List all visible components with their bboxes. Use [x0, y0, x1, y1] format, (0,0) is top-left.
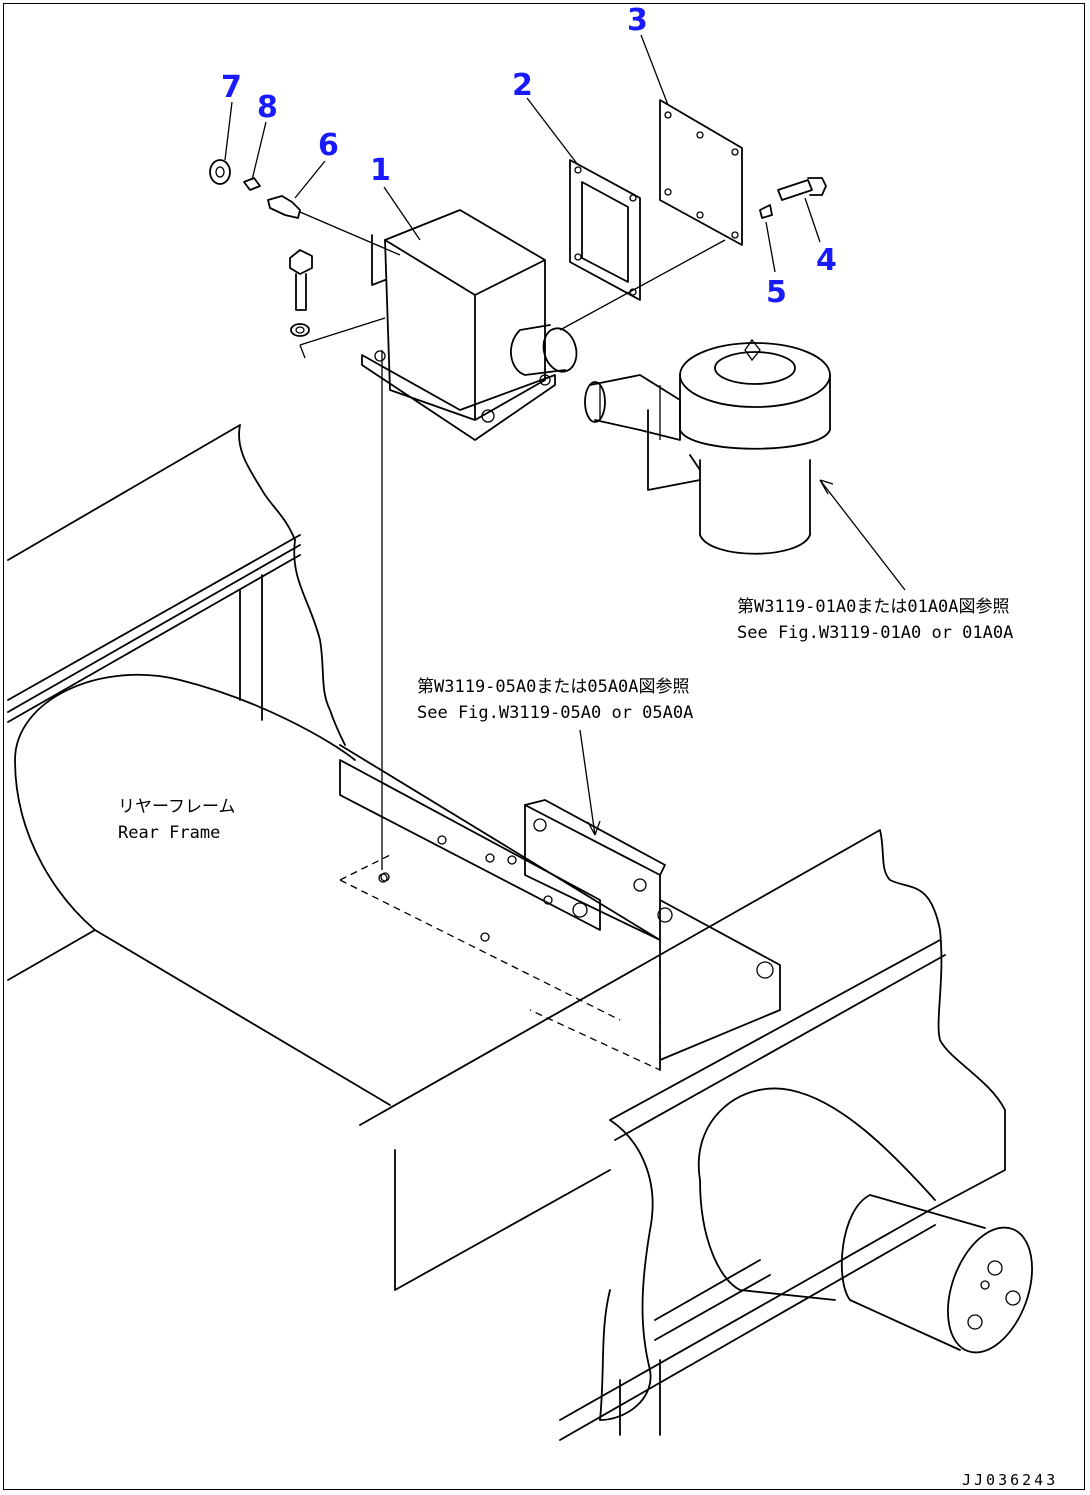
leader-pipe	[559, 239, 726, 331]
callout-3: 3	[627, 3, 648, 38]
part-5-washer	[759, 204, 773, 219]
part-3-plate	[659, 99, 743, 246]
bracket-ref-en: See Fig.W3119-05A0 or 05A0A	[417, 703, 693, 723]
mounting-bracket	[339, 759, 781, 1072]
axle-hub	[840, 1194, 1033, 1354]
callout-leaders	[224, 34, 906, 836]
rear-frame-right	[359, 829, 1006, 1441]
callout-6: 6	[318, 128, 339, 163]
air-cleaner-ref-ja: 第W3119-01A0または01A0A図参照	[737, 597, 1010, 617]
callout-1: 1	[370, 153, 391, 188]
part-7-cap	[209, 159, 231, 185]
drawing-code: JJ036243	[962, 1471, 1058, 1489]
callout-5: 5	[766, 275, 787, 310]
part-2-gasket	[569, 159, 641, 301]
bracket-ref-ja: 第W3119-05A0または05A0A図参照	[417, 677, 690, 697]
rear-frame-cylinder	[7, 673, 661, 1106]
air-cleaner	[584, 338, 831, 555]
part-4-bolt	[777, 177, 827, 201]
mount-bolt	[289, 249, 386, 359]
air-cleaner-ref-en: See Fig.W3119-01A0 or 01A0A	[737, 623, 1013, 643]
callout-7: 7	[221, 70, 242, 105]
rear-frame-left	[7, 424, 346, 746]
part-1-box	[361, 209, 578, 441]
rear-frame-label-ja: リヤーフレーム	[118, 797, 235, 817]
rear-frame-label-en: Rear Frame	[118, 823, 220, 843]
callout-4: 4	[816, 243, 837, 278]
part-8-fitting	[243, 177, 261, 191]
callout-2: 2	[512, 68, 533, 103]
callout-8: 8	[257, 90, 278, 125]
mount-hole	[378, 873, 388, 883]
drawing-frame	[3, 3, 1085, 1490]
part-6-nipple	[267, 195, 401, 256]
